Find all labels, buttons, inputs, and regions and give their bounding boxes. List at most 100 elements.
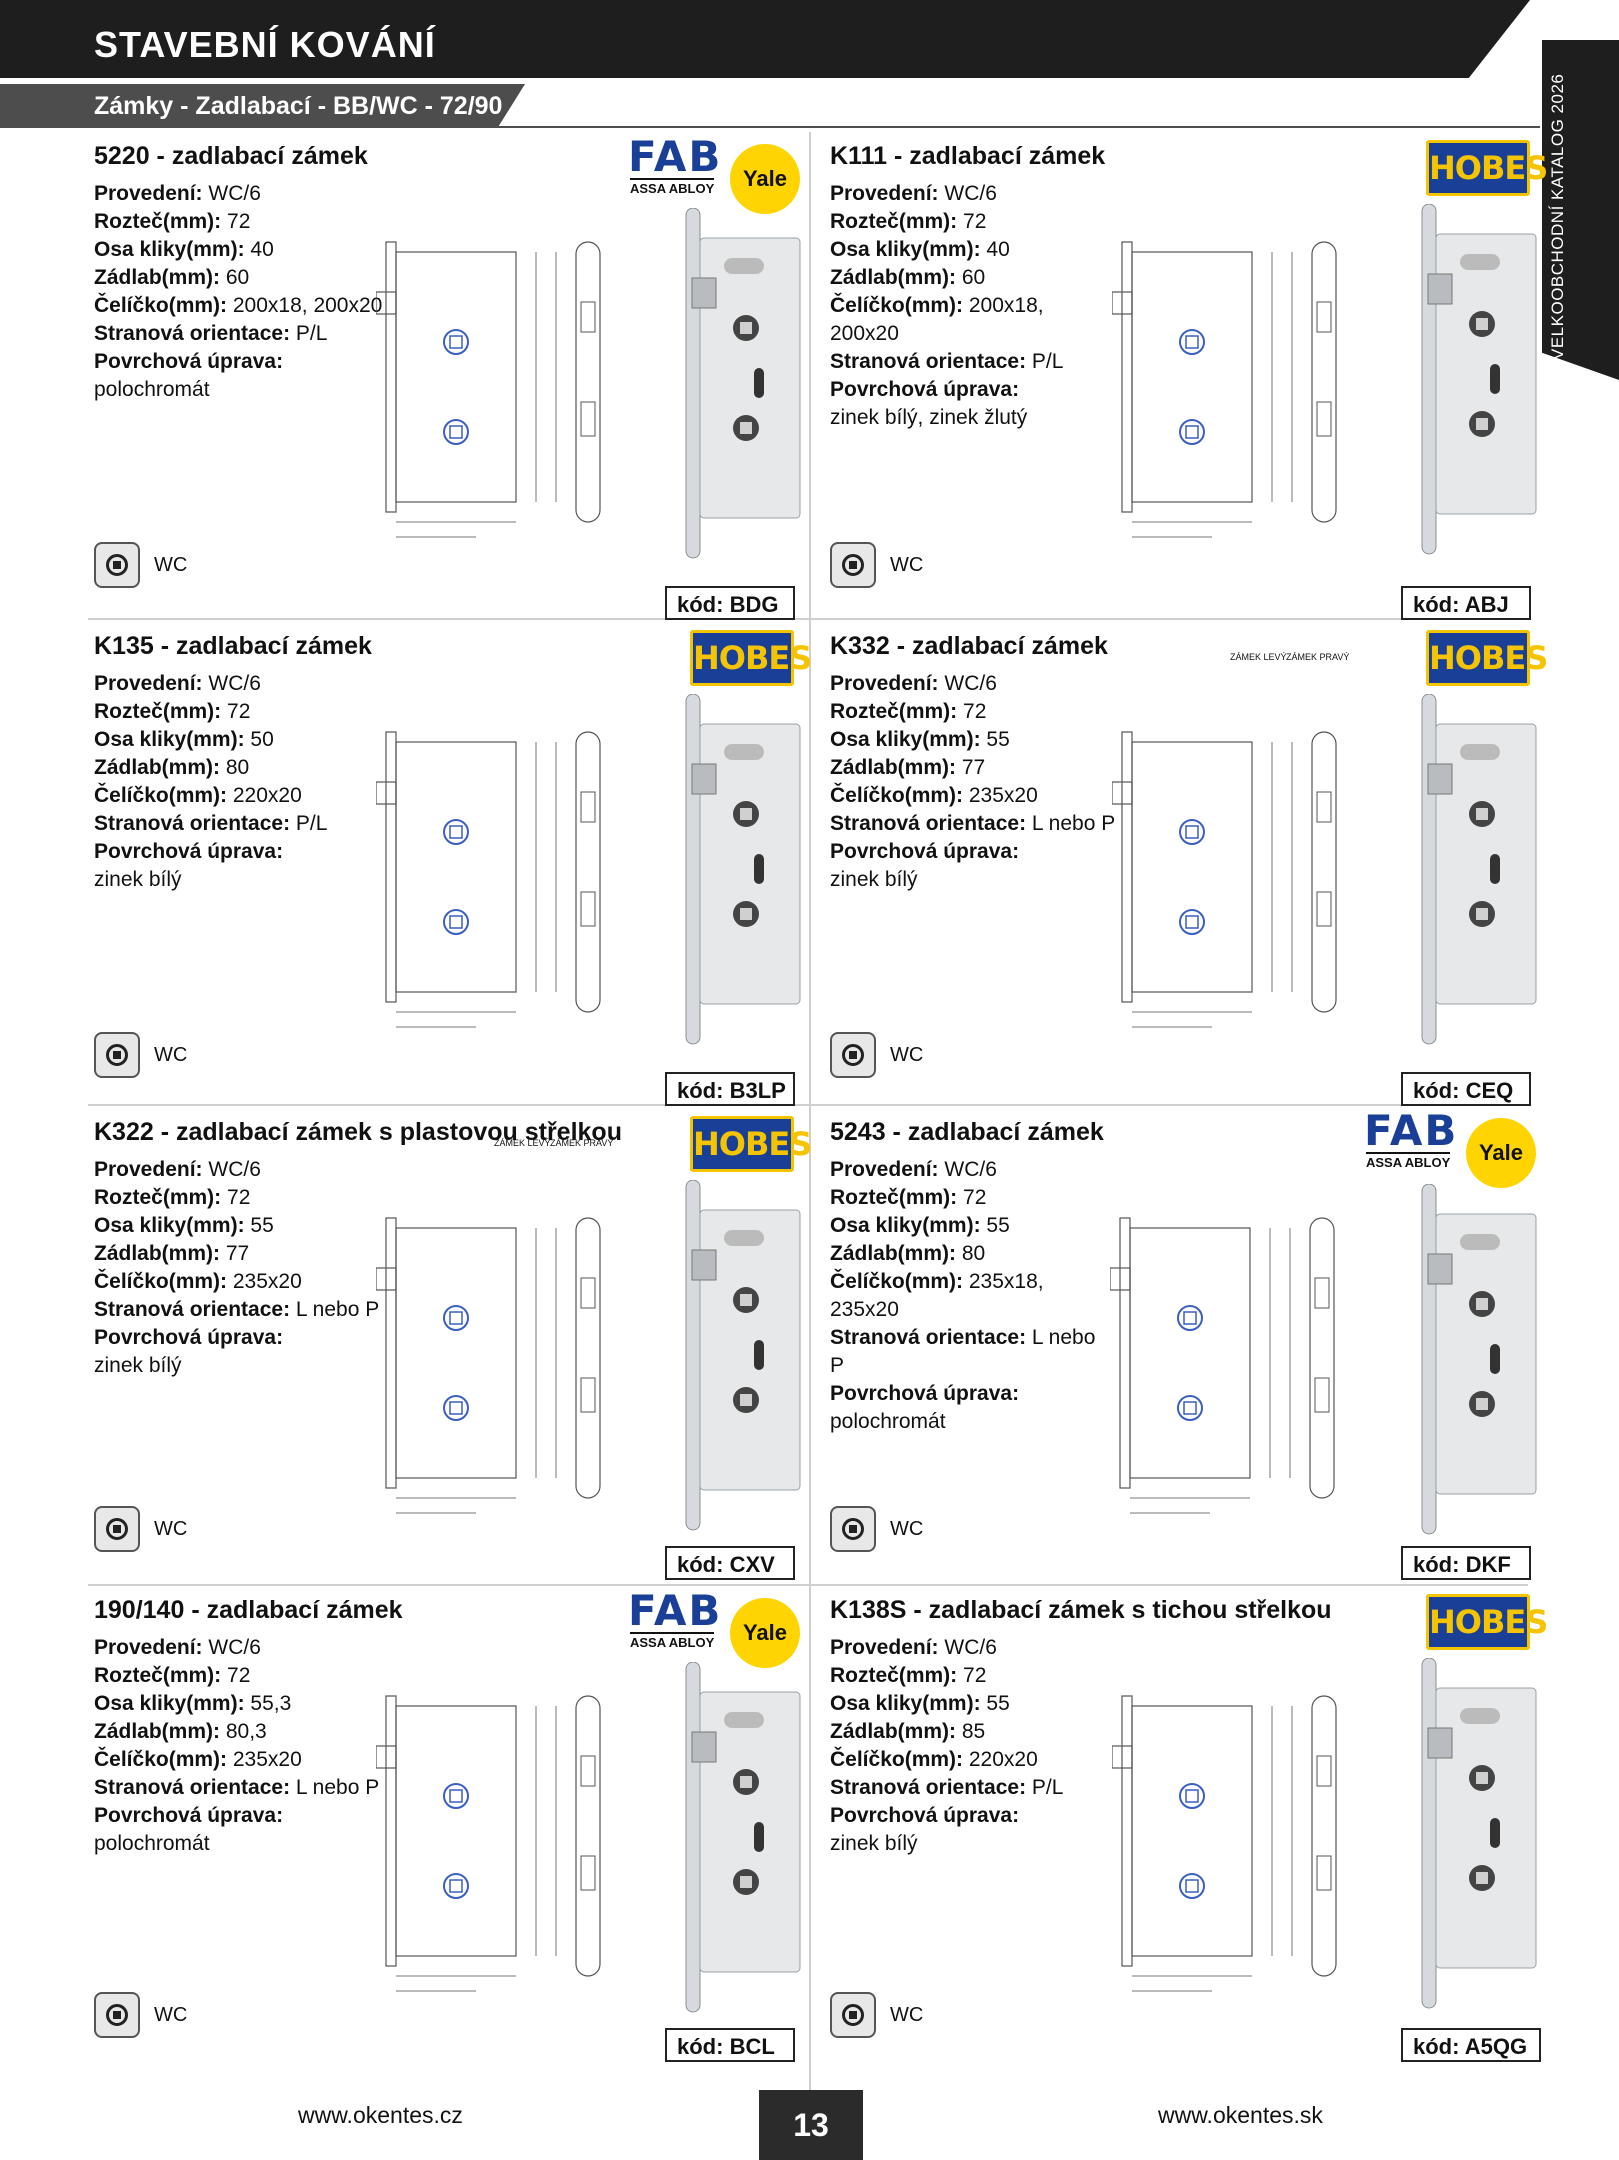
drawing-line (376, 291, 397, 315)
spec-line-povrch: Povrchová úprava: zinek bílý (94, 1324, 394, 1380)
yale-logo: Yale (730, 1598, 800, 1668)
spec-label-osa: Osa kliky(mm): (830, 728, 981, 751)
photo-shape (1476, 1398, 1488, 1410)
spec-label-celicko: Čelíčko(mm): (830, 1270, 964, 1293)
wc-lock-icon (830, 1992, 876, 2038)
spec-line-celicko: Čelíčko(mm): 200x18, 200x20 (830, 292, 1110, 348)
spec-label-povrch: Povrchová úprava: (830, 1382, 1020, 1405)
wc-label: WC (890, 1518, 924, 1540)
spec-value-zadlab: 80,3 (225, 1720, 267, 1743)
drawing-line (395, 1227, 517, 1479)
code-label: kód: (1413, 2034, 1460, 2059)
yale-logo: Yale (1466, 1118, 1536, 1188)
spec-value-provedeni: WC/6 (944, 672, 997, 695)
spec-label-celicko: Čelíčko(mm): (830, 294, 964, 317)
spec-line-celicko: Čelíčko(mm): 235x18, 235x20 (830, 1268, 1110, 1324)
drawing-line (1179, 329, 1205, 355)
drawing-line (385, 1695, 397, 1967)
wc-square-icon (113, 1051, 121, 1059)
drawing-line (449, 915, 463, 929)
spec-value-provedeni: WC/6 (944, 1636, 997, 1659)
drawing-line (395, 741, 517, 993)
drawing-line (395, 1705, 517, 1957)
product-photo (1421, 204, 1537, 555)
photo-shape (754, 1340, 764, 1370)
footer-url-sk[interactable]: www.okentes.sk (1158, 2102, 1323, 2128)
spec-label-roztec: Rozteč(mm): (830, 700, 958, 723)
drawing-caption: ZÁMEK PRAVÝ (550, 1138, 614, 1148)
drawing-line (385, 1217, 397, 1489)
spec-label-zadlab: Zádlab(mm): (94, 1720, 220, 1743)
drawing-line (1185, 425, 1199, 439)
spec-line-celicko: Čelíčko(mm): 235x20 (94, 1268, 394, 1296)
drawing-line (1119, 1217, 1131, 1489)
photo-shape (699, 723, 801, 1005)
spec-value-povrch: polochromát (94, 378, 210, 401)
spec-value-zadlab: 77 (961, 756, 986, 779)
product-title: 5243 - zadlabací zámek (830, 1118, 1104, 1146)
spec-value-povrch: zinek bílý (830, 868, 918, 891)
spec-line-strana: Stranová orientace: L nebo P (830, 810, 1130, 838)
spec-line-osa: Osa kliky(mm): 55 (830, 726, 1130, 754)
drawing-line (1185, 1789, 1199, 1803)
spec-line-zadlab: Zádlab(mm): 60 (94, 264, 394, 292)
spec-value-povrch: zinek bílý (94, 868, 182, 891)
spec-value-osa: 55 (986, 1692, 1010, 1715)
photo-shape (754, 1822, 764, 1852)
spec-label-osa: Osa kliky(mm): (94, 1692, 245, 1715)
spec-label-povrch: Povrchová úprava: (830, 840, 1020, 863)
spec-line-roztec: Rozteč(mm): 72 (94, 1184, 394, 1212)
drawing-line (1129, 1227, 1251, 1479)
yale-logo: Yale (730, 144, 800, 214)
photo-shape (691, 763, 717, 795)
assa-abloy-wordmark: ASSA ABLOY (630, 178, 715, 196)
photo-shape (691, 1731, 717, 1763)
photo-shape (691, 277, 717, 309)
product-title: K111 - zadlabací zámek (830, 142, 1106, 170)
spec-value-osa: 55 (986, 1214, 1010, 1237)
spec-label-strana: Stranová orientace: (94, 322, 291, 345)
drawing-line (443, 1783, 469, 1809)
spec-value-strana: P/L (1031, 1776, 1064, 1799)
product-title: K332 - zadlabací zámek (830, 632, 1108, 660)
hobes-logo: HOBES (690, 1116, 812, 1172)
drawing-line (1314, 1277, 1330, 1309)
spec-line-povrch: Povrchová úprava: zinek bílý (830, 1802, 1130, 1858)
spec-label-zadlab: Zádlab(mm): (830, 266, 956, 289)
product-code: kód: B3LP (665, 1072, 795, 1106)
spec-value-roztec: 72 (227, 210, 251, 233)
wc-square-icon (113, 1525, 121, 1533)
spec-line-povrch: Povrchová úprava: zinek bílý, zinek žlut… (830, 376, 1110, 432)
spec-value-provedeni: WC/6 (944, 182, 997, 205)
spec-line-osa: Osa kliky(mm): 55 (94, 1212, 394, 1240)
spec-label-roztec: Rozteč(mm): (94, 1186, 222, 1209)
drawing-line (1110, 1267, 1131, 1291)
spec-line-roztec: Rozteč(mm): 72 (830, 1184, 1110, 1212)
spec-label-povrch: Povrchová úprava: (94, 1326, 284, 1349)
wc-lock-icon (94, 1506, 140, 1552)
drawing-line (395, 251, 517, 503)
wc-square-icon (849, 561, 857, 569)
spec-value-osa: 55,3 (250, 1692, 292, 1715)
wc-function-icon: WC (94, 1992, 254, 2040)
spec-line-celicko: Čelíčko(mm): 220x20 (94, 782, 394, 810)
photo-shape (740, 1776, 752, 1788)
spec-value-provedeni: WC/6 (944, 1158, 997, 1181)
photo-shape (1476, 808, 1488, 820)
fab-wordmark: FAB (1364, 1106, 1459, 1155)
spec-value-osa: 55 (986, 728, 1010, 751)
spec-line-provedeni: Provedení: WC/6 (94, 1634, 394, 1662)
wc-function-icon: WC (94, 1032, 254, 1080)
drawing-line (575, 241, 601, 523)
product-photo (685, 208, 801, 559)
wc-ring-icon (842, 1518, 864, 1540)
drawing-line (1183, 1311, 1197, 1325)
product-photo (1421, 1658, 1537, 2009)
footer-url-cz[interactable]: www.okentes.cz (298, 2102, 463, 2128)
photo-shape (1490, 1818, 1500, 1848)
